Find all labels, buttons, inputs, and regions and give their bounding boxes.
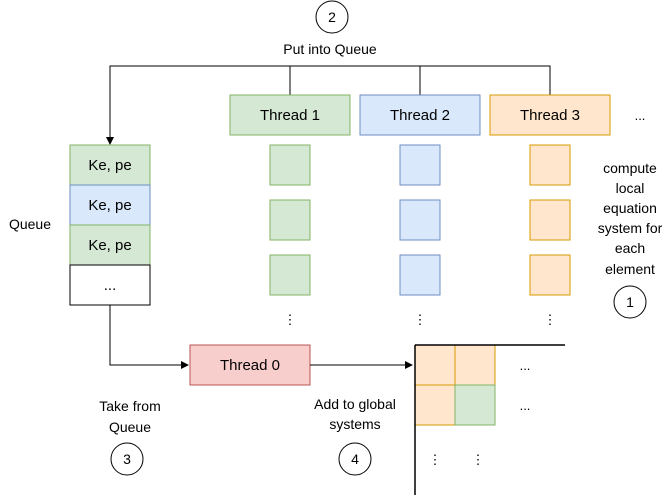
- step-1-marker: 1: [613, 285, 647, 319]
- compute-line-6: element: [605, 261, 655, 277]
- thread-2-task: [399, 254, 441, 296]
- put-connector: [106, 65, 551, 145]
- thread-3-task: [529, 254, 571, 296]
- thread-1-task: [269, 144, 311, 186]
- queue: Ke, pe Ke, pe Ke, pe ...: [69, 144, 151, 306]
- thread-2-more: ⋮: [414, 312, 427, 327]
- queue-more-label: ...: [104, 277, 117, 294]
- thread-2-box: Thread 2: [359, 94, 481, 136]
- add-label-line-2: systems: [329, 416, 380, 432]
- step-4-marker: 4: [338, 442, 372, 476]
- thread-1-more: ⋮: [284, 312, 297, 327]
- queue-item-label: Ke, pe: [88, 157, 131, 174]
- queue-item-more: [69, 264, 151, 306]
- global-cell: [454, 384, 496, 426]
- global-column-more: ⋮: [429, 452, 442, 467]
- compute-line-4: system for: [598, 220, 663, 236]
- global-row-more: ...: [520, 358, 531, 373]
- compute-line-2: local: [616, 180, 645, 196]
- compute-line-1: compute: [603, 160, 657, 176]
- queue-item-label: Ke, pe: [88, 197, 131, 214]
- step-2-number: 2: [328, 9, 336, 25]
- thread-2-task: [399, 199, 441, 241]
- thread-0-label: Thread 0: [220, 357, 280, 374]
- thread-0-box: Thread 0: [189, 344, 311, 386]
- global-cell: [414, 384, 456, 426]
- queue-item-label: Ke, pe: [88, 237, 131, 254]
- queue-item: [69, 144, 151, 186]
- take-arrow: [109, 305, 189, 369]
- more-threads-ellipsis: ...: [635, 108, 646, 123]
- put-into-queue-label: Put into Queue: [283, 41, 377, 57]
- thread-2-column: [399, 144, 441, 296]
- queue-item: [69, 224, 151, 266]
- thread-2-task: [399, 144, 441, 186]
- thread-3-column: [529, 144, 571, 296]
- thread-3-more: ⋮: [544, 312, 557, 327]
- global-cell: [414, 344, 456, 386]
- step-4-number: 4: [351, 451, 359, 467]
- take-label-line-2: Queue: [109, 419, 151, 435]
- thread-1-task: [269, 254, 311, 296]
- add-label-line-1: Add to global: [314, 396, 396, 412]
- thread-1-label: Thread 1: [260, 107, 320, 124]
- global-system: ... ... ⋮ ⋮: [414, 344, 565, 495]
- thread-2-label: Thread 2: [390, 107, 450, 124]
- compute-line-5: each: [615, 240, 645, 256]
- compute-line-3: equation: [603, 200, 657, 216]
- thread-1-box: Thread 1: [229, 94, 351, 136]
- global-cell: [454, 344, 496, 386]
- compute-description: compute local equation system for each e…: [598, 160, 663, 277]
- global-column-more: ⋮: [472, 452, 485, 467]
- global-row-more: ...: [520, 398, 531, 413]
- queue-item: [69, 184, 151, 226]
- thread-3-box: Thread 3: [489, 94, 611, 136]
- thread-3-task: [529, 144, 571, 186]
- step-3-number: 3: [123, 451, 131, 467]
- take-label-line-1: Take from: [99, 398, 160, 414]
- step-1-number: 1: [626, 294, 634, 310]
- thread-1-column: [269, 144, 311, 296]
- thread-3-task: [529, 199, 571, 241]
- step-2-marker: 2: [315, 0, 349, 34]
- queue-label: Queue: [9, 216, 51, 232]
- thread-1-task: [269, 199, 311, 241]
- thread-3-label: Thread 3: [520, 107, 580, 124]
- step-3-marker: 3: [110, 442, 144, 476]
